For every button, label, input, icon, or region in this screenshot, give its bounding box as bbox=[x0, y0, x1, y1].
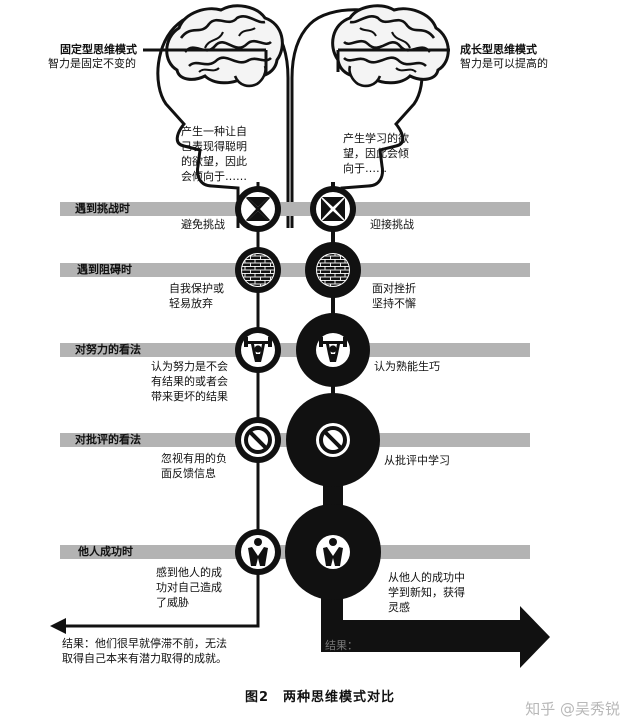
growth-response-others-success: 灵感 bbox=[388, 600, 410, 615]
growth-result-prefix: 结果： bbox=[325, 638, 358, 653]
growth-desire-line: 向于…… bbox=[343, 161, 387, 176]
fixed-response-obstacle: 自我保护或 bbox=[169, 281, 224, 296]
right-brain-icon bbox=[333, 6, 449, 86]
situation-label-criticism: 对批评的看法 bbox=[75, 432, 141, 447]
fixed-result-text: 结果：他们很早就停滞不前，无法 bbox=[62, 636, 227, 651]
fixed-response-others-success: 了威胁 bbox=[156, 595, 189, 610]
growth-response-others-success: 学到新知，获得 bbox=[388, 585, 465, 600]
situation-label-challenge: 遇到挑战时 bbox=[75, 201, 130, 216]
fixed-response-challenge: 避免挑战 bbox=[181, 217, 225, 232]
growth-response-obstacle: 坚持不懈 bbox=[372, 296, 416, 311]
fixed-path-line bbox=[62, 182, 258, 626]
growth-mindset-title: 成长型思维模式 bbox=[460, 42, 537, 57]
growth-response-others-success: 从他人的成功中 bbox=[388, 570, 465, 585]
fixed-desire-line: 己表现得聪明 bbox=[181, 139, 247, 154]
fixed-response-effort: 有结果的或者会 bbox=[151, 374, 228, 389]
fixed-result-text: 取得自己本来有潜力取得的成就。 bbox=[62, 651, 227, 666]
fixed-result-arrow bbox=[50, 618, 66, 634]
fixed-desire-line: 会倾向于…… bbox=[181, 169, 247, 184]
fixed-response-criticism: 面反馈信息 bbox=[161, 466, 216, 481]
growth-mindset-subtitle: 智力是可以提高的 bbox=[460, 56, 548, 71]
fixed-response-effort: 认为努力是不会 bbox=[151, 359, 228, 374]
situation-label-others-success: 他人成功时 bbox=[78, 544, 133, 559]
situation-bands bbox=[60, 202, 530, 559]
fixed-response-criticism: 忽视有用的负 bbox=[161, 451, 227, 466]
growth-desire-line: 产生学习的欲 bbox=[343, 131, 409, 146]
situation-label-effort: 对努力的看法 bbox=[75, 342, 141, 357]
growth-response-obstacle: 面对挫折 bbox=[372, 281, 416, 296]
fixed-brick-wall-icon bbox=[242, 254, 274, 286]
situation-label-obstacle: 遇到阻碍时 bbox=[77, 262, 132, 277]
fixed-response-others-success: 感到他人的成 bbox=[156, 565, 222, 580]
watermark: 知乎 @吴秀锐 bbox=[525, 698, 620, 719]
growth-response-challenge: 迎接挑战 bbox=[370, 217, 414, 232]
growth-response-effort: 认为熟能生巧 bbox=[374, 359, 440, 374]
fixed-response-obstacle: 轻易放弃 bbox=[169, 296, 213, 311]
fixed-response-others-success: 功对自己造成 bbox=[156, 580, 222, 595]
growth-brick-wall-icon bbox=[317, 254, 349, 286]
fixed-response-effort: 带来更坏的结果 bbox=[151, 389, 228, 404]
growth-desire-line: 望，因此会倾 bbox=[343, 146, 409, 161]
fixed-desire-line: 产生一种让自 bbox=[181, 124, 247, 139]
left-brain-icon bbox=[167, 6, 283, 86]
growth-response-criticism: 从批评中学习 bbox=[384, 453, 450, 468]
fixed-mindset-title: 固定型思维模式 bbox=[60, 42, 137, 57]
fixed-desire-line: 的欲望，因此 bbox=[181, 154, 247, 169]
fixed-mindset-subtitle: 智力是固定不变的 bbox=[48, 56, 136, 71]
